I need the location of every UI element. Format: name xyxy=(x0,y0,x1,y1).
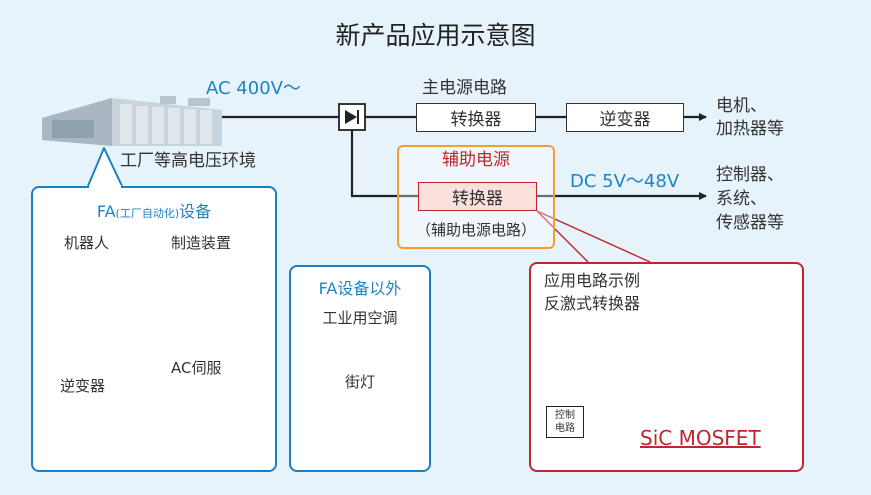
fa-item-inverter: 逆变器 xyxy=(60,377,106,395)
aux-output-line3: 传感器等 xyxy=(716,213,784,233)
factory-illustration xyxy=(42,96,222,146)
non-fa-item-air-conditioner: 工业用空调 xyxy=(322,309,398,327)
fa-item-machine: 制造装置 xyxy=(171,234,232,252)
fa-panel-title: FA(工厂自动化)设备 xyxy=(96,202,212,221)
aux-converter-box: 转换器 xyxy=(418,182,537,211)
non-fa-panel xyxy=(289,265,431,472)
main-output-line2: 加热器等 xyxy=(716,119,784,139)
fa-equipment-panel xyxy=(31,186,277,472)
aux-output-line2: 系统、 xyxy=(716,189,767,209)
dc-voltage-label: DC 5V～48V xyxy=(570,171,680,192)
circuit-title-line2: 反激式转换器 xyxy=(544,294,641,313)
control-circuit-box: 控制 电路 xyxy=(546,406,584,438)
page-title: 新产品应用示意图 xyxy=(335,21,536,50)
main-converter-box: 转换器 xyxy=(416,103,536,132)
sic-mosfet-label: SiC MOSFET xyxy=(640,426,761,450)
ac-voltage-label: AC 400V～ xyxy=(206,78,301,99)
aux-supply-title: 辅助电源 xyxy=(442,150,510,170)
non-fa-panel-title: FA设备以外 xyxy=(318,279,402,298)
control-label-line2: 电路 xyxy=(555,423,575,434)
factory-caption: 工厂等高电压环境 xyxy=(120,151,256,171)
control-label-line1: 控制 xyxy=(555,410,575,421)
main-output-line1: 电机、 xyxy=(716,96,767,116)
aux-circuit-caption: （辅助电源电路） xyxy=(415,221,536,239)
fa-callout-joint xyxy=(89,185,121,189)
inverter-box: 逆变器 xyxy=(566,103,684,132)
non-fa-item-street-light: 街灯 xyxy=(344,373,375,391)
circuit-title-line1: 应用电路示例 xyxy=(544,271,641,290)
main-circuit-label: 主电源电路 xyxy=(422,78,507,98)
fa-item-robot: 机器人 xyxy=(64,234,110,252)
fa-item-ac-servo: AC伺服 xyxy=(171,359,222,377)
aux-output-line1: 控制器、 xyxy=(716,165,784,185)
